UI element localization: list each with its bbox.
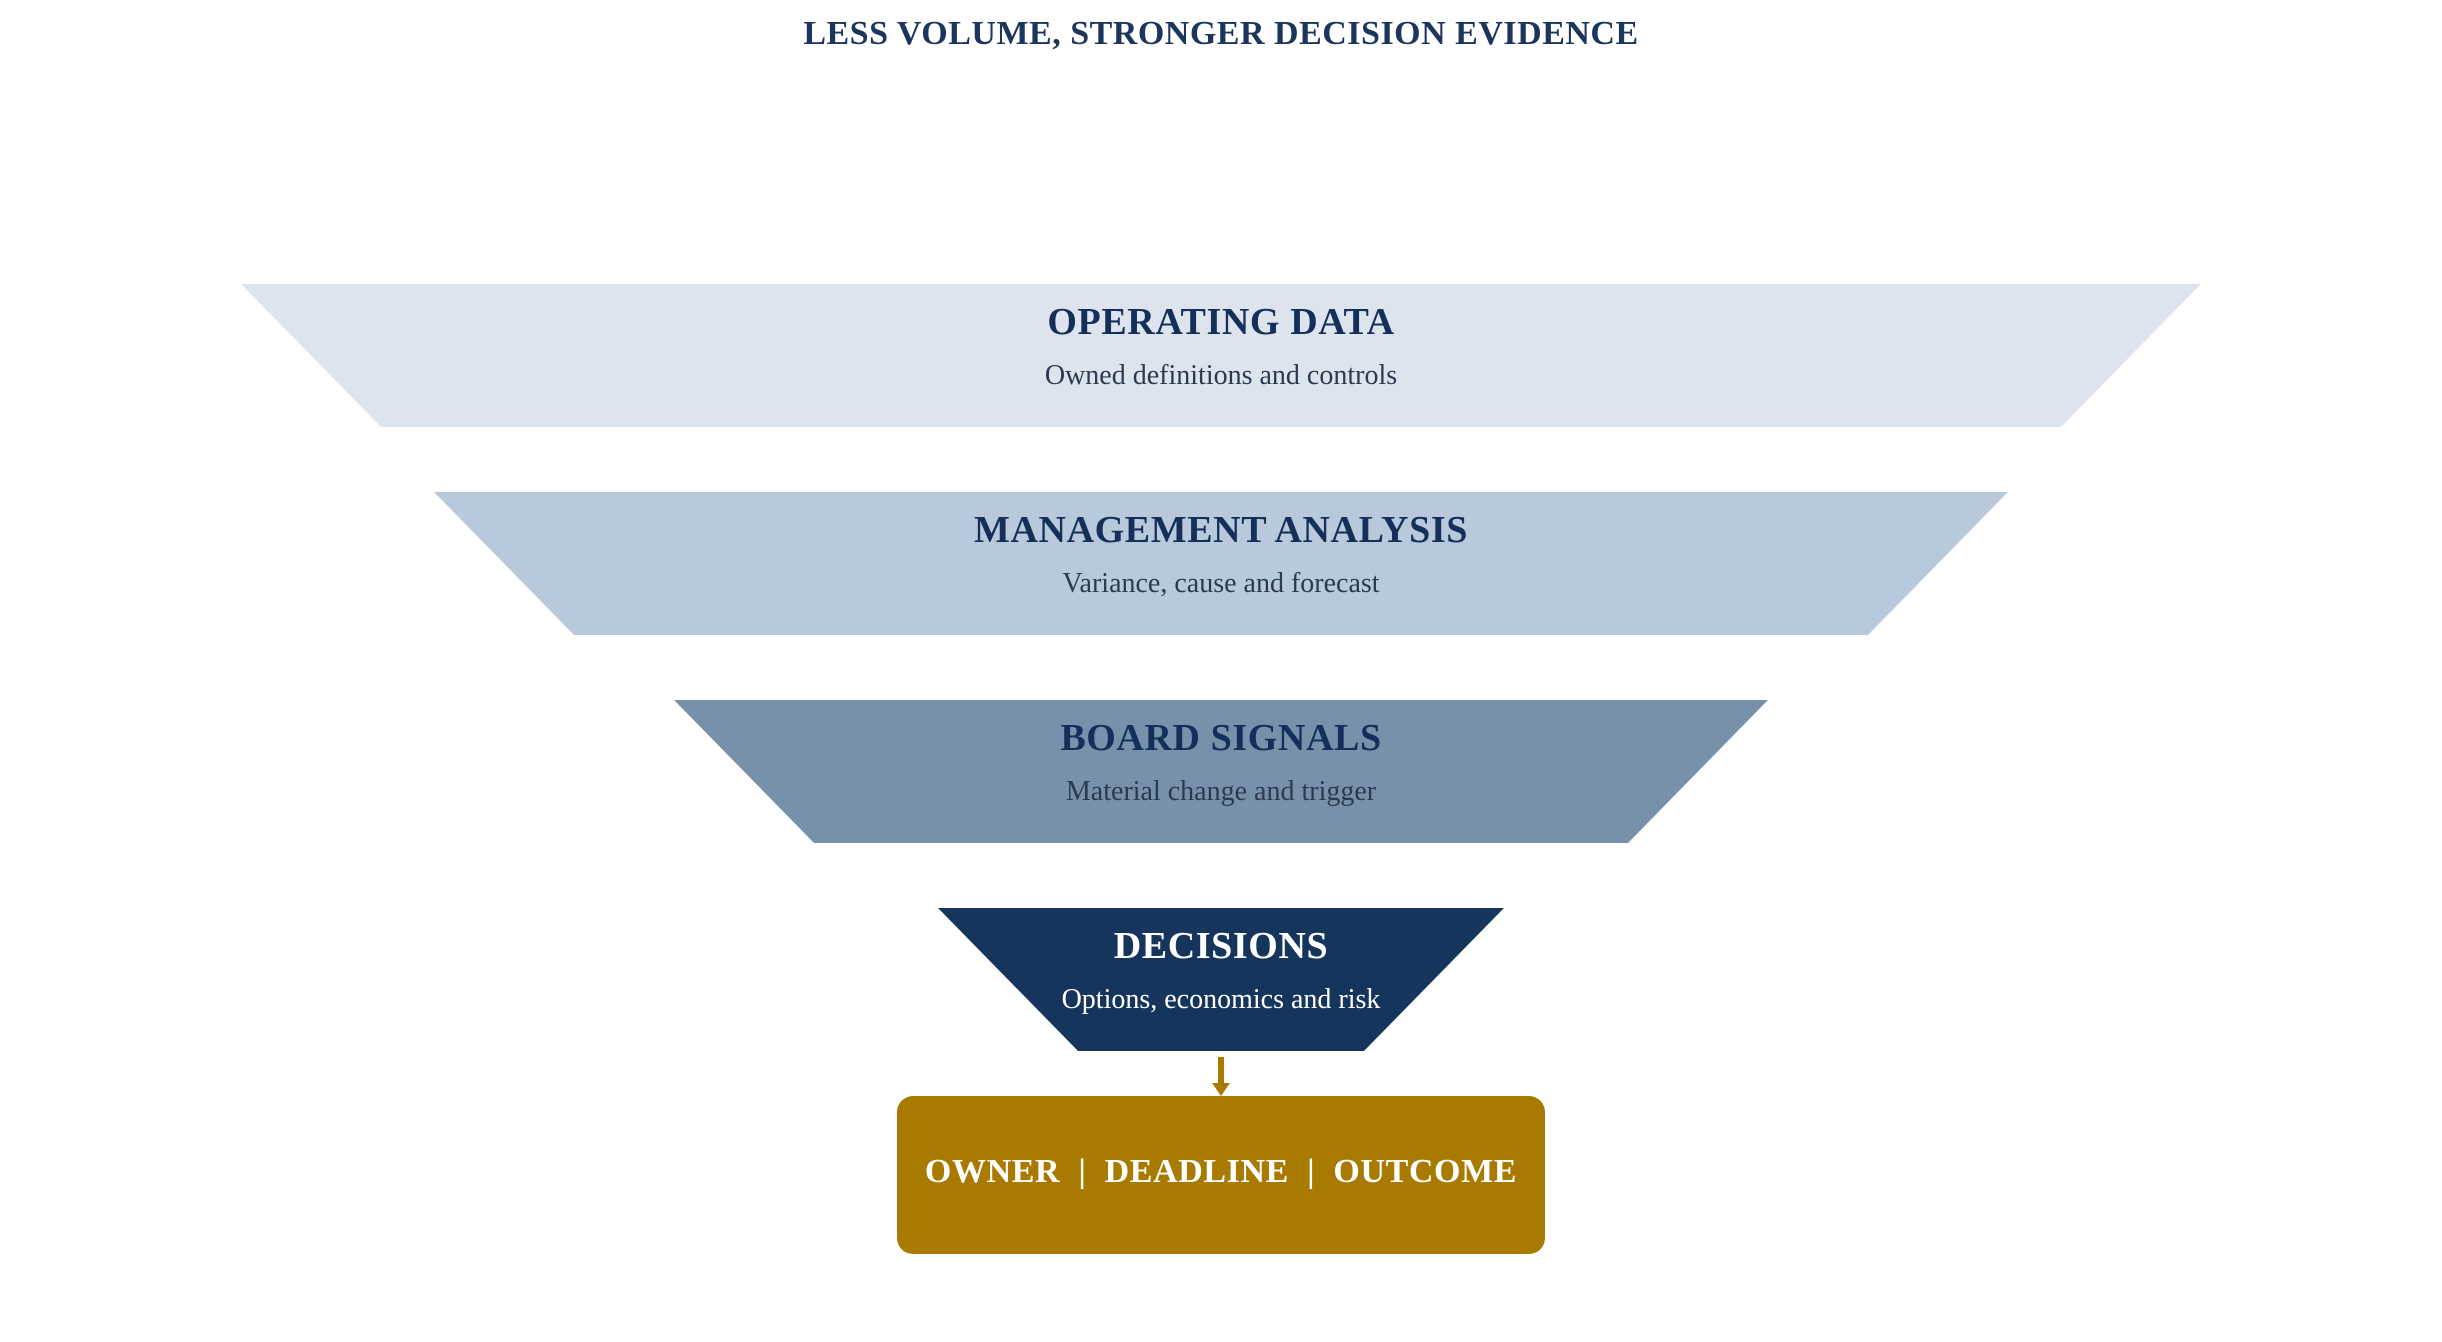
funnel-tier-title: MANAGEMENT ANALYSIS: [974, 509, 1468, 551]
funnel-tier-shape: [938, 908, 1504, 1051]
funnel-tier-subtitle: Variance, cause and forecast: [1062, 568, 1379, 599]
funnel-tier-board-signals: BOARD SIGNALS Material change and trigge…: [674, 700, 1768, 843]
funnel-tier-operating-data: OPERATING DATA Owned definitions and con…: [241, 284, 2201, 427]
outcome-box-shape: [897, 1096, 1545, 1254]
funnel-tier-shape: [434, 492, 2008, 635]
funnel-tier-subtitle: Material change and trigger: [1066, 776, 1377, 807]
outcome-label: OWNER | DEADLINE | OUTCOME: [925, 1153, 1517, 1190]
funnel-tier-shape: [674, 700, 1768, 843]
page-title: LESS VOLUME, STRONGER DECISION EVIDENCE: [803, 15, 1638, 52]
funnel-tier-decisions: DECISIONS Options, economics and risk: [938, 908, 1504, 1051]
funnel-tier-title: BOARD SIGNALS: [1060, 717, 1381, 759]
down-arrow: [1212, 1057, 1230, 1096]
down-arrow-head: [1212, 1083, 1230, 1096]
funnel-tier-title: OPERATING DATA: [1047, 301, 1394, 343]
funnel-tier-shape: [241, 284, 2201, 427]
funnel-tier-subtitle: Owned definitions and controls: [1045, 360, 1397, 391]
funnel-tier-management-analysis: MANAGEMENT ANALYSIS Variance, cause and …: [434, 492, 2008, 635]
funnel-tier-subtitle: Options, economics and risk: [1062, 984, 1381, 1015]
outcome-box: OWNER | DEADLINE | OUTCOME: [897, 1096, 1545, 1254]
funnel-tier-title: DECISIONS: [1114, 925, 1328, 967]
